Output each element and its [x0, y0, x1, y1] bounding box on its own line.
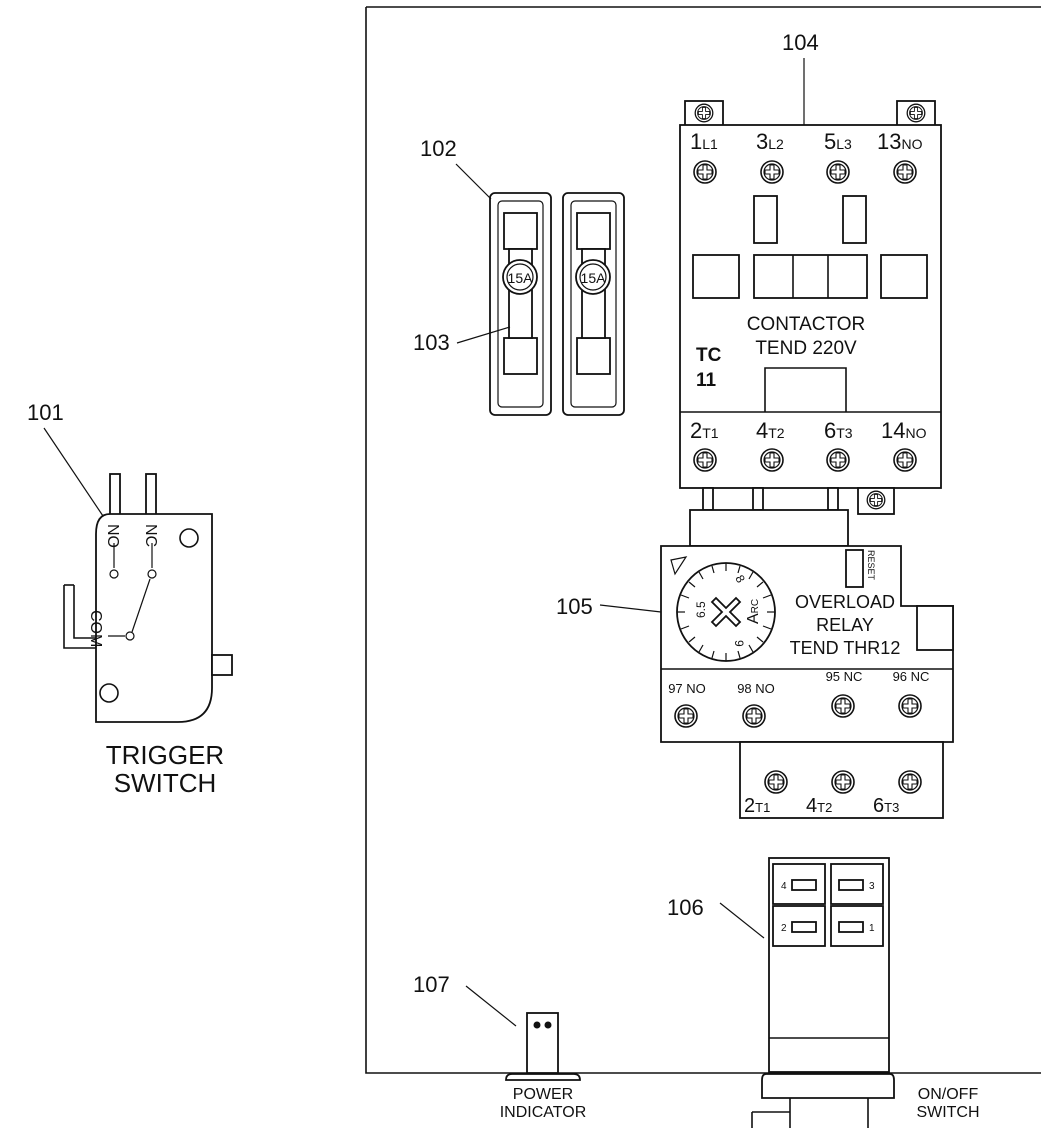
onoff-switch [751, 857, 895, 1128]
trigger-switch: NO NC COM [63, 473, 233, 723]
panel-backplate [365, 6, 1041, 1074]
callout-102: 102 [420, 136, 457, 161]
overload-relay: RESET 6.5 8 9 [660, 509, 954, 819]
callout-104: 104 [782, 30, 819, 55]
contactor [679, 100, 942, 515]
contactor-terminal-4: 4T2 [756, 418, 785, 443]
contactor-terminal-13: 13NO [877, 129, 923, 154]
fuse-2-rating: 15A [581, 270, 607, 286]
contactor-model-1: TC [696, 345, 722, 366]
contactor-terminal-6: 6T3 [824, 418, 853, 443]
trigger-no-label: NO [104, 524, 121, 548]
switch-terminal-3: 3 [869, 881, 875, 892]
contactor-name-2: TEND 220V [755, 338, 857, 359]
trigger-switch-label-2: SWITCH [114, 768, 217, 798]
fuse-1-rating: 15A [508, 270, 534, 286]
contactor-name-1: CONTACTOR [747, 314, 866, 335]
relay-bottom-terminal-2: 2T1 [744, 795, 770, 817]
trigger-nc-label: NC [142, 524, 159, 547]
relay-terminal-96: 96 NC [893, 669, 930, 684]
trigger-com-label: COM [87, 610, 104, 647]
trigger-switch-label-1: TRIGGER [106, 740, 224, 770]
switch-terminal-2: 2 [781, 923, 787, 934]
dial-ticks [677, 563, 775, 661]
callout-101: 101 [27, 400, 64, 425]
leader-105 [599, 604, 662, 613]
contactor-terminal-5: 5L3 [824, 129, 852, 154]
relay-name-2: RELAY [816, 615, 874, 635]
callout-107: 107 [413, 972, 450, 997]
relay-bottom-terminal-6: 6T3 [873, 795, 899, 817]
dial-adjust-cross [710, 596, 742, 628]
relay-terminal-97: 97 NO [668, 681, 706, 696]
callout-105: 105 [556, 594, 593, 619]
relay-name-1: OVERLOAD [795, 592, 895, 612]
dial-min-label: 6.5 [694, 601, 708, 618]
relay-name-3: TEND THR12 [790, 638, 901, 658]
contactor-model-2: 11 [696, 370, 717, 391]
dial-mid-label: 9 [732, 640, 746, 647]
fuse-holder-1: 15A [489, 192, 552, 416]
relay-terminal-98: 98 NO [737, 681, 775, 696]
relay-bottom-terminal-4: 4T2 [806, 795, 832, 817]
fuse-holder-2: 15A [562, 192, 625, 416]
leader-107 [465, 985, 517, 1027]
onoff-switch-label-1: ON/OFF [918, 1086, 979, 1103]
contactor-terminal-14: 14NO [881, 418, 927, 443]
leader-101 [43, 427, 104, 517]
leader-102 [455, 163, 492, 200]
relay-reset-label: RESET [866, 550, 876, 581]
leader-103 [456, 326, 511, 344]
power-indicator-label-1: POWER [513, 1086, 573, 1103]
callout-103: 103 [413, 330, 450, 355]
switch-terminal-4: 4 [781, 881, 787, 892]
callout-106: 106 [667, 895, 704, 920]
contactor-terminal-3: 3L2 [756, 129, 784, 154]
relay-terminal-95: 95 NC [826, 669, 863, 684]
switch-terminal-1: 1 [869, 923, 875, 934]
leader-106 [719, 902, 765, 939]
dial-brand: ARC [745, 599, 762, 624]
power-indicator-label-2: INDICATOR [500, 1104, 587, 1121]
contactor-terminal-1: 1L1 [690, 129, 718, 154]
contactor-terminal-2: 2T1 [690, 418, 719, 443]
onoff-switch-label-2: SWITCH [916, 1104, 979, 1121]
power-indicator [505, 1012, 581, 1081]
